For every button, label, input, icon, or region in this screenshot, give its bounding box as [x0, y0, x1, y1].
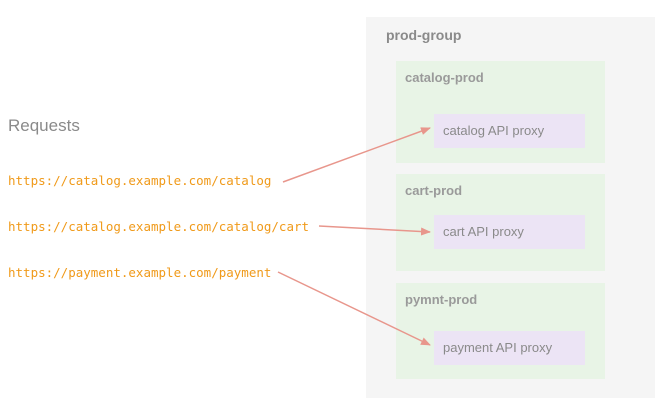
environment-group-label: prod-group — [386, 27, 462, 43]
environment-label: pymnt-prod — [405, 292, 478, 307]
request-url-catalog: https://catalog.example.com/catalog — [8, 173, 272, 188]
api-proxy-payment: payment API proxy — [434, 331, 585, 365]
api-proxy-catalog: catalog API proxy — [434, 114, 585, 148]
environment-cart: cart-prod cart API proxy — [396, 174, 605, 271]
requests-heading: Requests — [8, 116, 80, 135]
environment-group: prod-group catalog-prod catalog API prox… — [366, 17, 655, 398]
environment-catalog: catalog-prod catalog API proxy — [396, 61, 605, 163]
api-proxy-cart: cart API proxy — [434, 215, 585, 249]
environment-payment: pymnt-prod payment API proxy — [396, 283, 605, 379]
environment-label: catalog-prod — [405, 70, 484, 85]
request-url-payment: https://payment.example.com/payment — [8, 265, 272, 280]
request-url-cart: https://catalog.example.com/catalog/cart — [8, 219, 310, 234]
environment-label: cart-prod — [405, 183, 463, 198]
